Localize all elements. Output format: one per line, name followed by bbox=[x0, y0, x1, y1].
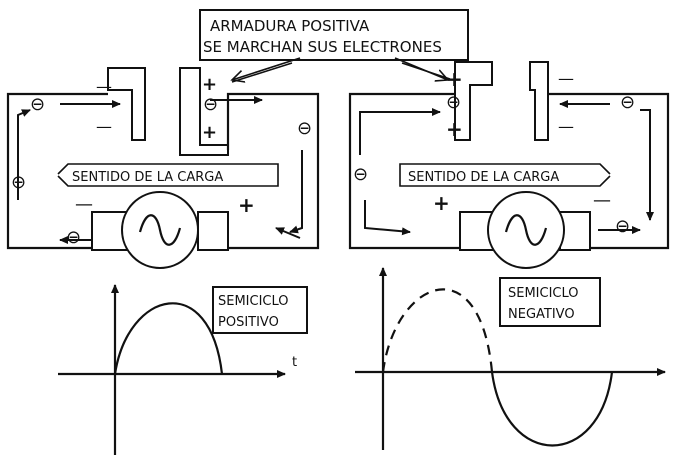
left-electron-3: ⊖ bbox=[297, 118, 312, 139]
left-wire-right bbox=[220, 92, 320, 250]
left-graph-label-line1: SEMICICLO bbox=[218, 294, 289, 309]
left-electron-5: ⊖ bbox=[66, 227, 81, 248]
right-electron-1: ⊖ bbox=[446, 92, 461, 113]
left-graph-label-box bbox=[212, 286, 308, 334]
right-plate-b-sign-2: — bbox=[558, 117, 574, 136]
left-charge-arrow bbox=[57, 163, 279, 187]
title-box: ARMADURA POSITIVA SE MARCHAN SUS ELECTRO… bbox=[199, 9, 469, 61]
right-graph-negative-half-cycle bbox=[490, 371, 614, 447]
right-charge-arrow bbox=[399, 163, 611, 187]
title-line-1: ARMADURA POSITIVA bbox=[210, 17, 370, 35]
left-graph-positive-half-cycle bbox=[113, 302, 224, 375]
right-electron-4: ⊖ bbox=[615, 216, 630, 237]
left-plus-gen: + bbox=[238, 193, 255, 217]
right-graph-label-line1: SEMICICLO bbox=[508, 286, 579, 301]
left-graph-t-label: t bbox=[292, 355, 297, 370]
right-graph-dashed-positive-half bbox=[381, 288, 494, 373]
left-plate-a-sign-2: — bbox=[96, 117, 112, 136]
left-plate-b-sign-2: + bbox=[202, 122, 217, 143]
right-wire-right bbox=[548, 92, 670, 250]
left-graph-label-line2: POSITIVO bbox=[218, 315, 279, 330]
left-charge-label: SENTIDO DE LA CARGA bbox=[72, 170, 223, 185]
left-sine-symbol-icon bbox=[138, 214, 182, 246]
right-electron-3: ⊖ bbox=[353, 164, 368, 185]
right-minus-gen: — bbox=[593, 190, 611, 211]
right-plate-a-sign-2: + bbox=[446, 117, 463, 141]
right-charge-label: SENTIDO DE LA CARGA bbox=[408, 170, 559, 185]
right-plate-a bbox=[454, 61, 493, 141]
graph-negative: SEMICICLO NEGATIVO bbox=[355, 267, 666, 450]
right-plus-gen: + bbox=[433, 191, 450, 215]
right-wire-left bbox=[348, 92, 460, 250]
right-plate-b-sign-1: — bbox=[558, 69, 574, 88]
right-sine-symbol-icon bbox=[504, 214, 548, 246]
right-graph-label-box bbox=[499, 277, 601, 327]
right-graph-label-line2: NEGATIVO bbox=[508, 307, 575, 322]
left-minus-gen: — bbox=[75, 194, 93, 215]
title-line-2: SE MARCHAN SUS ELECTRONES bbox=[203, 38, 442, 56]
left-gen-terminal-right bbox=[197, 211, 229, 251]
left-electron-1: ⊖ bbox=[30, 94, 45, 115]
right-gen-terminal-right bbox=[559, 211, 591, 251]
left-plate-a-sign-1: — bbox=[96, 77, 112, 96]
left-plate-a bbox=[107, 67, 146, 141]
title-pointer-arrows bbox=[232, 57, 451, 82]
right-plate-b bbox=[529, 61, 549, 141]
left-plate-b-sign-1: + bbox=[202, 74, 217, 95]
left-electron-2: ⊖ bbox=[203, 94, 218, 115]
graph-positive: t SEMICICLO POSITIVO bbox=[58, 284, 308, 455]
left-circuit: SENTIDO DE LA CARGA — — + + — + ⊖ ⊖ ⊖ ⊖ … bbox=[6, 67, 320, 269]
left-wire-left bbox=[6, 92, 108, 250]
right-electron-2: ⊖ bbox=[620, 92, 635, 113]
left-electron-4: ⊖ bbox=[11, 172, 26, 193]
right-circuit: SENTIDO DE LA CARGA + + — — + — ⊖ ⊖ ⊖ ⊖ bbox=[348, 61, 670, 269]
right-plate-a-sign-1: + bbox=[446, 67, 463, 91]
